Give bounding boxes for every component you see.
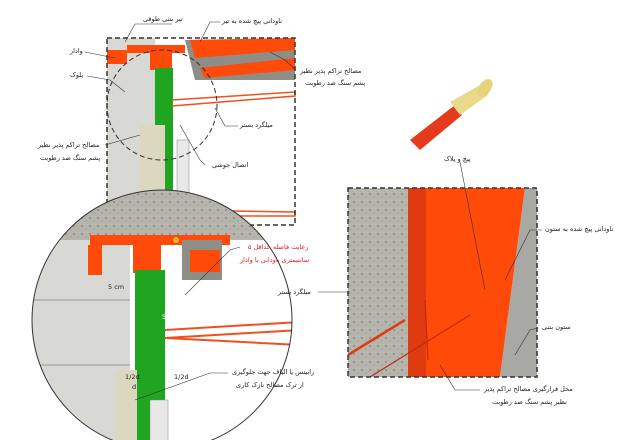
dimension-d: d [132,383,137,391]
label-mesh-2: از ترک مصالح نازک کاری [236,381,304,389]
right-detail [347,187,538,378]
label-block: بلوک [70,71,84,79]
label-placement-1: محل قرارگیری مصالح تراکم پذیر [484,385,573,393]
label-weld-joint: اتصال جوشی [212,161,249,169]
dimension-half-d-a: 1/2d [125,373,140,381]
label-min-gap-2: سانتیمتری ناودانی با وادار [240,256,310,264]
label-bed-rebar: میلگرد بستر [240,121,273,129]
label-bed-rebar-right: میلگرد بستر [278,288,311,296]
label-bolt-anchor: پیچ و پلاک [444,155,471,163]
label-compressible-top-2: پشم سنگ ضد رطوبت [305,79,366,87]
dimension-5cm-b: 5 cm [162,313,179,321]
label-ring-beam: تیر بتنی طوقی [143,15,183,23]
leader-lines [84,21,542,401]
label-mesh-1: رابیتس یا الیاف جهت جلوگیری [232,368,315,376]
label-compressible-top-1: مصالح تراکم پذیر نظیر [300,67,362,75]
dimension-half-d-b: 1/2d [174,373,189,381]
label-min-gap-1: رعایت فاصله حداقل ۵ [248,243,309,251]
label-concrete-column: ستون بتنی [542,323,571,331]
top-detail [106,37,296,226]
label-channel-to-column: ناودانی پیچ شده به ستون [545,225,614,233]
label-compressible-left-1: مصالح تراکم پذیر نظیر [38,141,100,149]
label-compressible-left-2: پشم سنگ ضد رطوبت [40,154,101,162]
label-stud: وادار [70,47,83,55]
anchor-bolt-illustration [410,79,493,150]
label-channel-to-beam: ناودانی پیچ شده به تیر [222,17,283,25]
label-placement-2: نظیر پشم سنگ ضد رطوبت [492,398,567,406]
dimension-5cm-a: 5 cm [108,283,125,291]
